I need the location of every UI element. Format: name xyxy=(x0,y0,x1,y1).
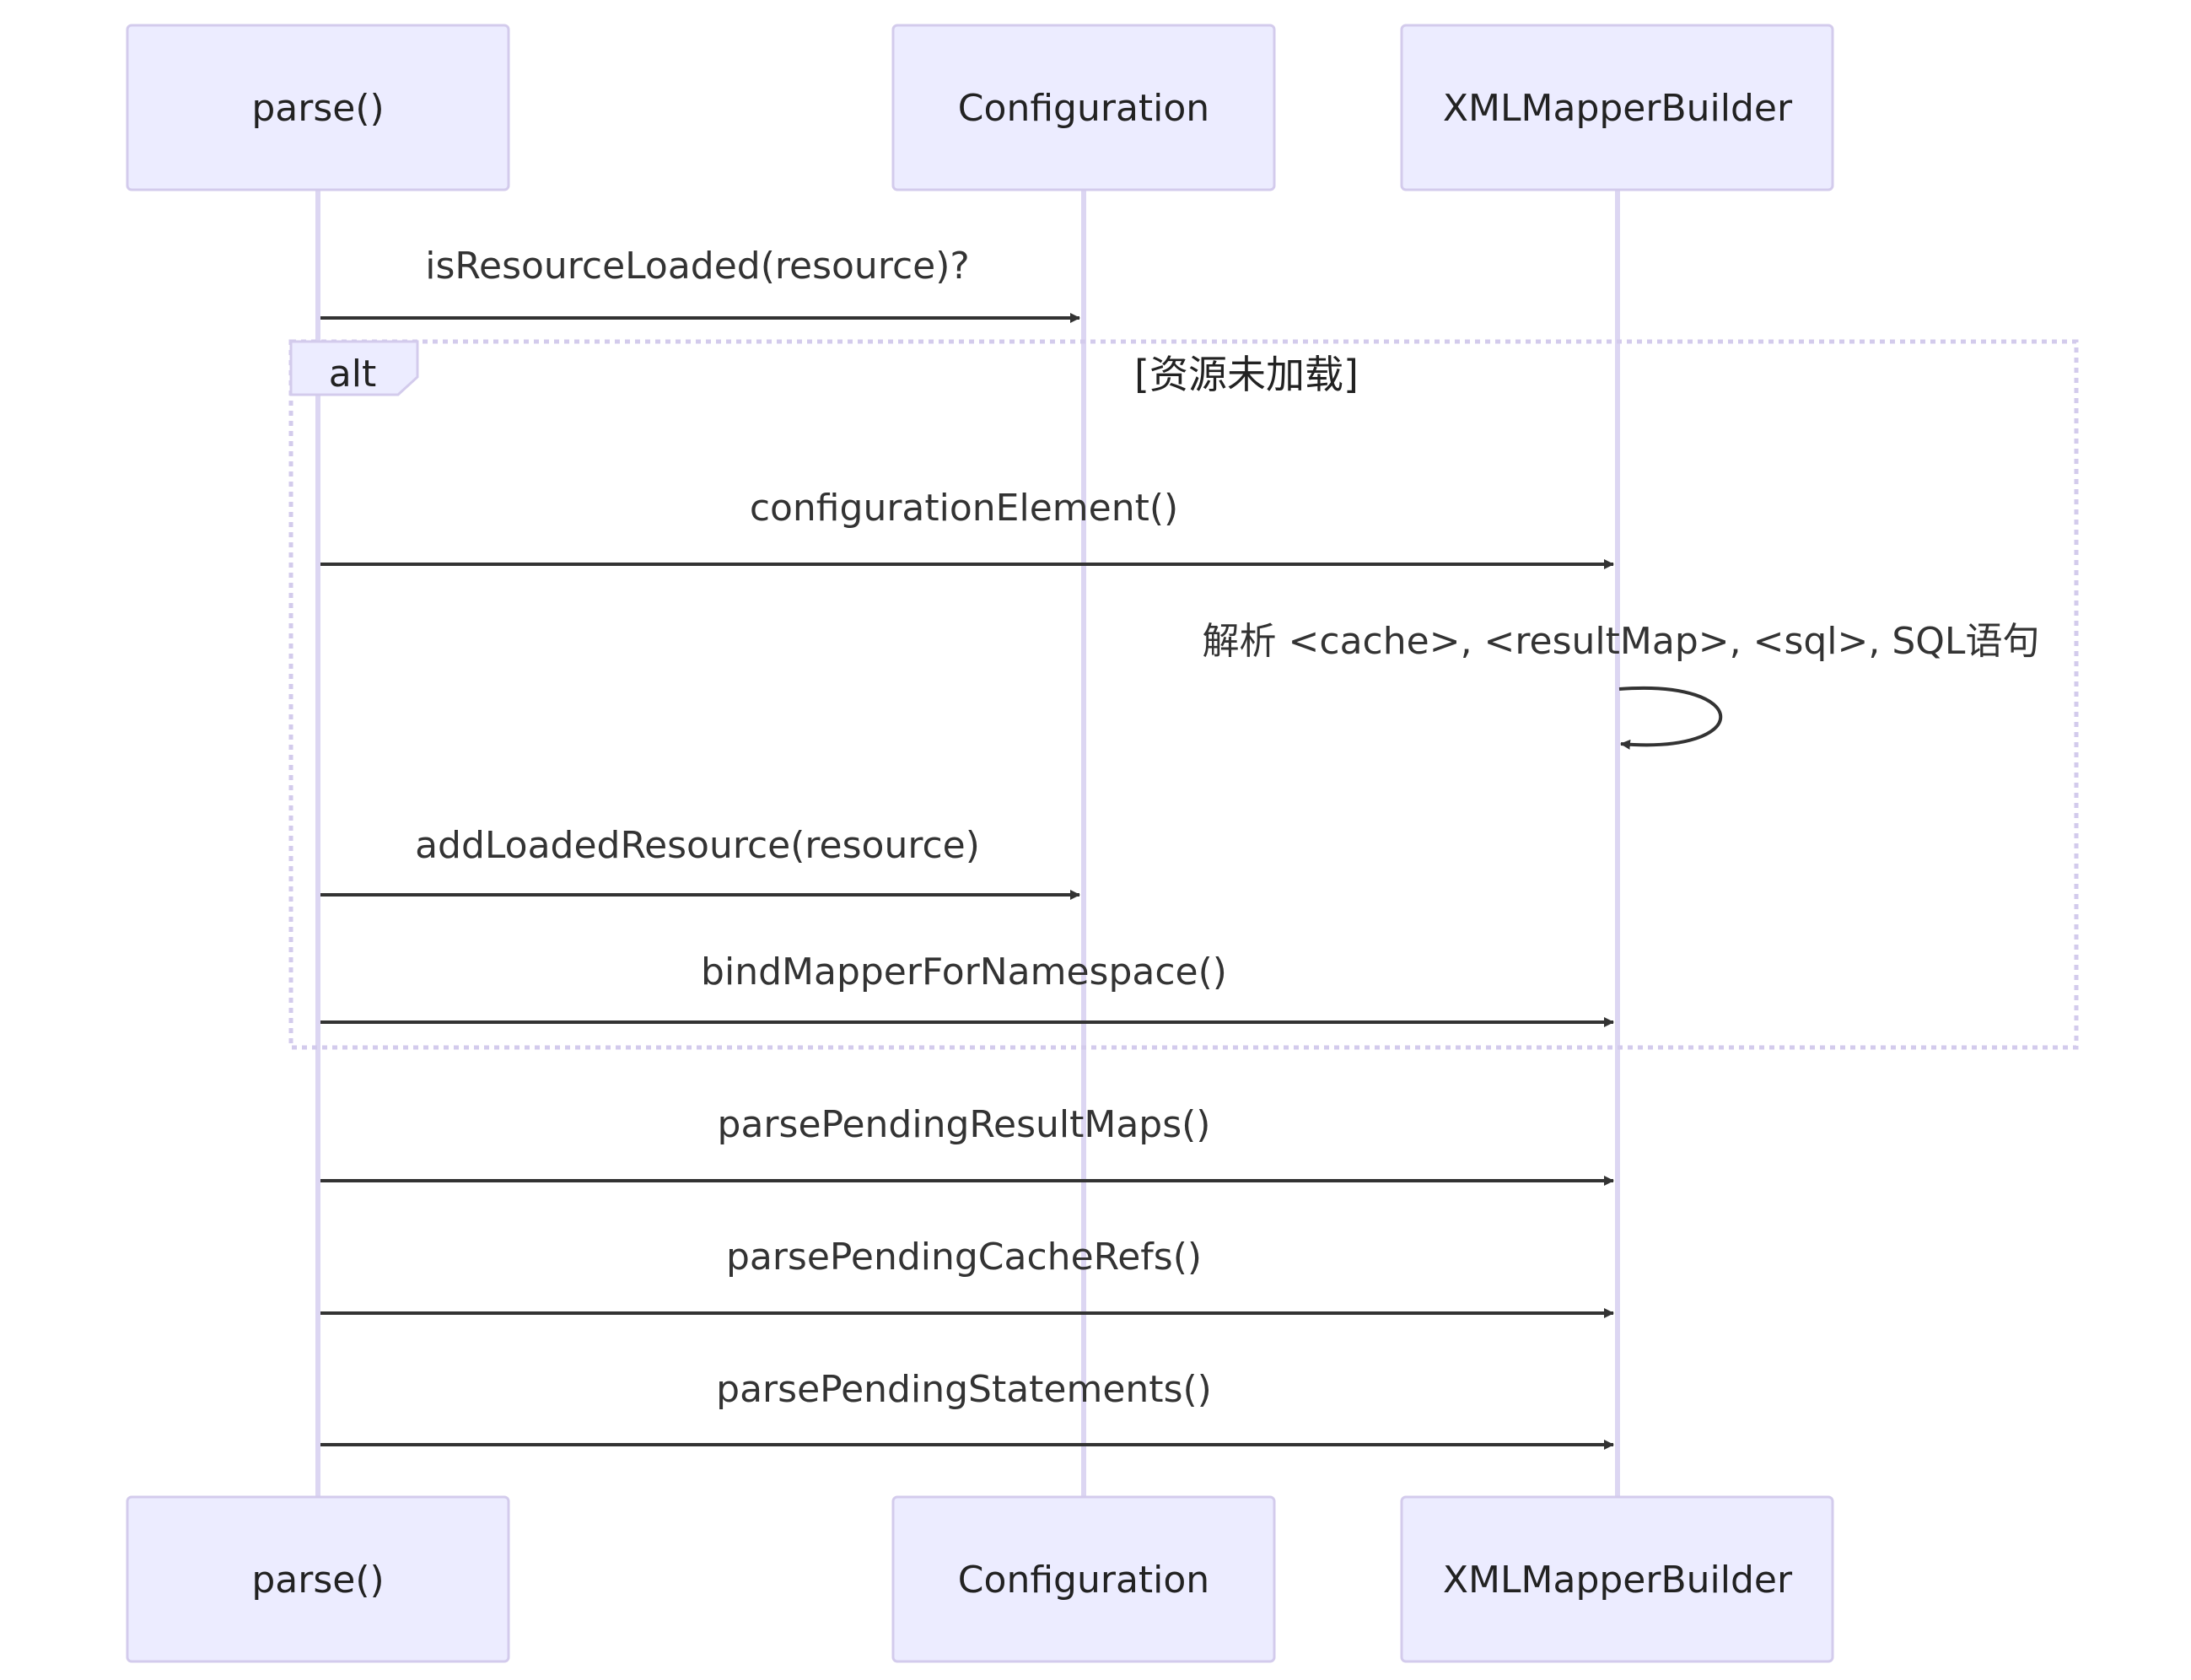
message-label-self-parse: 解析 <cache>, <resultMap>, <sql>, SQL语句 xyxy=(1203,620,2040,663)
actor-box-configuration-top xyxy=(891,24,1276,191)
alt-label: alt xyxy=(329,353,376,396)
actor-box-parse-bottom xyxy=(126,1495,510,1663)
actor-box-parse-top xyxy=(126,24,510,191)
message-label-bind-mapper: bindMapperForNamespace() xyxy=(701,950,1227,993)
actor-box-xmlmapperbuilder-bottom xyxy=(1400,1495,1834,1663)
alt-frame xyxy=(288,339,2079,1050)
message-label-parse-pending-cache-refs: parsePendingCacheRefs() xyxy=(726,1236,1202,1279)
actor-box-configuration-bottom xyxy=(891,1495,1276,1663)
actor-label-xmlmapperbuilder-top: XMLMapperBuilder xyxy=(1443,87,1793,130)
actor-box-xmlmapperbuilder-top xyxy=(1400,24,1834,191)
message-label-add-loaded-resource: addLoadedResource(resource) xyxy=(415,824,980,867)
message-label-configuration-element: configurationElement() xyxy=(750,487,1178,530)
message-label-parse-pending-statements: parsePendingStatements() xyxy=(716,1368,1212,1411)
alt-condition: [资源未加载] xyxy=(1134,352,1359,397)
actor-label-configuration-bottom: Configuration xyxy=(958,1559,1209,1602)
actor-label-configuration-top: Configuration xyxy=(958,87,1209,130)
message-label-is-resource-loaded: isResourceLoaded(resource)? xyxy=(425,245,969,288)
actor-label-parse-bottom: parse() xyxy=(251,1559,384,1602)
alt-tab xyxy=(289,340,419,396)
message-label-parse-pending-result-maps: parsePendingResultMaps() xyxy=(718,1103,1211,1146)
actor-label-parse-top: parse() xyxy=(251,87,384,130)
message-arrow-self-parse xyxy=(1618,686,1723,750)
actor-label-xmlmapperbuilder-bottom: XMLMapperBuilder xyxy=(1443,1559,1793,1602)
